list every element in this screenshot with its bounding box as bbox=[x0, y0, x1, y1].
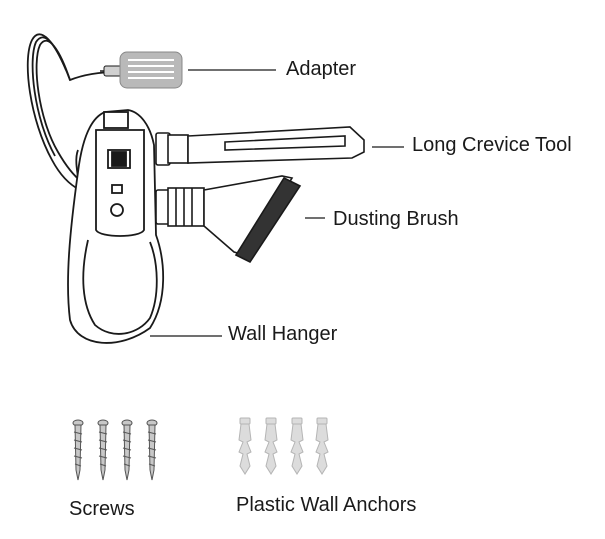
wall-hanger-label: Wall Hanger bbox=[228, 323, 338, 345]
adapter-label: Adapter bbox=[286, 58, 357, 80]
screw-icon bbox=[72, 419, 84, 481]
screw-icon bbox=[146, 419, 158, 481]
wall-anchor-icon bbox=[315, 417, 329, 475]
plastic-wall-anchors-label: Plastic Wall Anchors bbox=[236, 494, 417, 516]
screw-icon bbox=[97, 419, 109, 481]
wall-anchor-icon bbox=[264, 417, 278, 475]
wall-anchor-icon bbox=[290, 417, 304, 475]
long-crevice-tool-icon bbox=[155, 126, 404, 166]
dusting-brush-label: Dusting Brush bbox=[333, 208, 459, 230]
screw-icon bbox=[121, 419, 133, 481]
long-crevice-tool-label: Long Crevice Tool bbox=[412, 134, 572, 156]
wall-anchor-icon bbox=[238, 417, 252, 475]
screws-label: Screws bbox=[69, 498, 135, 520]
dusting-brush-icon bbox=[155, 175, 325, 264]
adapter-icon bbox=[100, 51, 276, 89]
screws-group bbox=[72, 419, 158, 481]
wall-hanger-icon bbox=[67, 109, 222, 344]
anchors-group bbox=[238, 417, 329, 475]
